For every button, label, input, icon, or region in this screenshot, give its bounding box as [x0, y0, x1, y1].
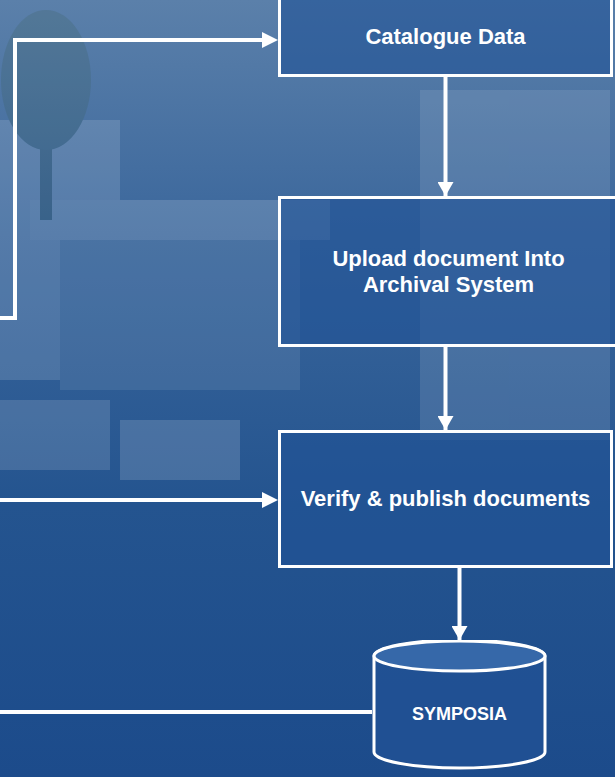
- output-line: [0, 710, 372, 714]
- database-cylinder: SYMPOSIA: [372, 640, 547, 770]
- cylinder-body: [374, 640, 545, 768]
- arrow-head: [262, 492, 278, 508]
- cylinder-top: [374, 641, 545, 671]
- car: [0, 400, 110, 470]
- node-label: SYMPOSIA: [404, 704, 515, 725]
- feed-line: [0, 40, 266, 318]
- node-label: Upload document Into Archival System: [281, 246, 615, 297]
- node-label: Verify & publish documents: [293, 486, 599, 511]
- flow-arrow: [458, 568, 462, 640]
- process-box: Verify & publish documents: [278, 430, 613, 568]
- process-box: Catalogue Data: [278, 0, 613, 77]
- process-box: Upload document Into Archival System: [278, 196, 615, 347]
- building: [60, 240, 300, 390]
- feed-line: [0, 498, 266, 502]
- arrow-head: [262, 32, 278, 48]
- flow-arrow: [444, 347, 448, 430]
- node-label: Catalogue Data: [357, 24, 533, 49]
- flow-arrow: [444, 77, 448, 196]
- car: [120, 420, 240, 480]
